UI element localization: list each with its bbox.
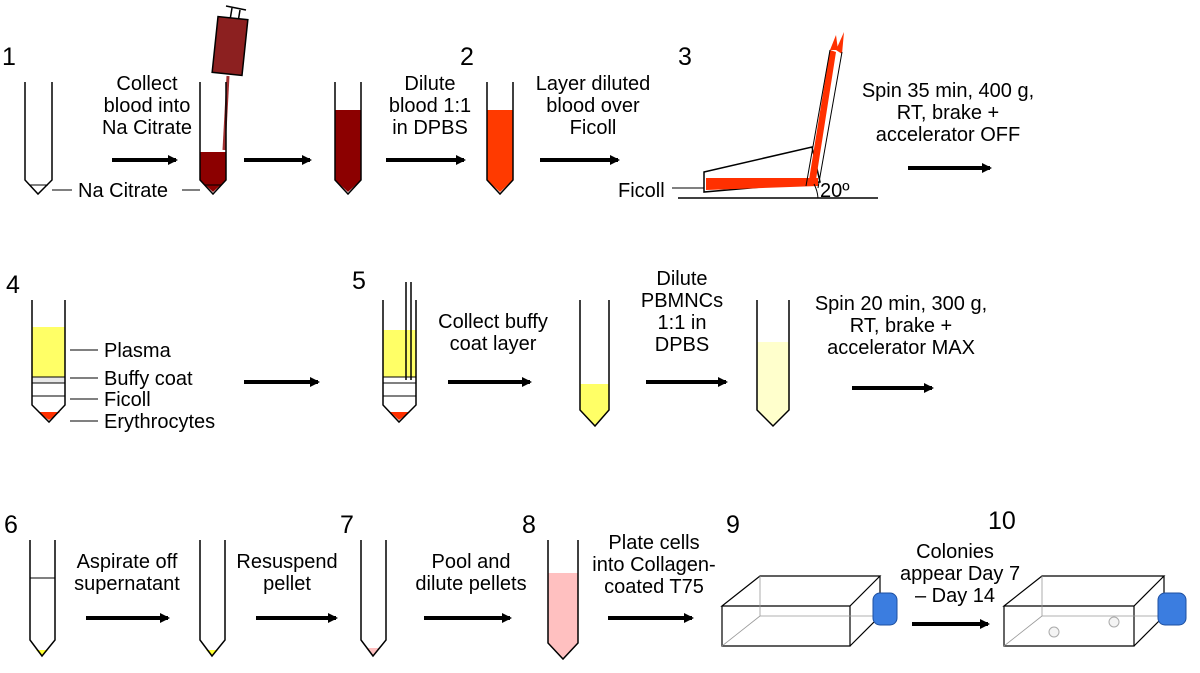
label-spin-1: Spin 35 min, 400 g, RT, brake + accelera… (861, 80, 1035, 146)
tube-diluted-blood (486, 82, 514, 196)
tube-pellet-1 (29, 540, 56, 658)
tube-whole-blood (334, 82, 362, 196)
tube-pooled (547, 540, 579, 661)
tube-pellet-resuspended (360, 540, 387, 658)
tube-empty-na-citrate (24, 82, 53, 196)
flask-t75-colonies (1002, 575, 1166, 647)
flask-cap-icon (872, 592, 898, 626)
step-number-3: 3 (678, 43, 692, 71)
tube-pellet-2 (199, 540, 226, 658)
label-spin-2: Spin 20 min, 300 g, RT, brake + accelera… (814, 293, 988, 359)
step-number-10: 10 (988, 507, 1016, 535)
label-dilute-blood: Dilute blood 1:1 in DPBS (388, 73, 472, 139)
label-ficoll-row2: Ficoll (104, 389, 151, 411)
label-collect-buffy: Collect buffy coat layer (438, 311, 548, 355)
tube-pbmnc-diluted (756, 300, 790, 428)
label-erythrocytes: Erythrocytes (104, 411, 216, 433)
label-pool: Pool and dilute pellets (415, 551, 527, 595)
label-colonies: Colonies appear Day 7 – Day 14 (900, 541, 1021, 607)
label-plate: Plate cells into Collagen- coated T75 (592, 532, 716, 598)
label-dilute-pbmnc: Dilute PBMNCs 1:1 in DPBS (640, 268, 724, 356)
step-number-8: 8 (522, 511, 536, 539)
tube-buffy-collected (579, 300, 610, 428)
label-angle: 20º (820, 180, 850, 202)
label-layer-diluted: Layer diluted blood over Ficoll (535, 73, 651, 139)
step-number-1: 1 (2, 43, 16, 71)
label-buffy-coat: Buffy coat (104, 368, 193, 390)
step-number-9: 9 (726, 511, 740, 539)
label-resuspend: Resuspend pellet (236, 551, 338, 595)
tube-with-blood (199, 82, 227, 196)
syringe-icon (211, 5, 249, 151)
flask-t75-empty (720, 575, 882, 647)
step-number-2: 2 (460, 43, 474, 71)
step-number-6: 6 (4, 511, 18, 539)
label-aspirate: Aspirate off supernatant (74, 551, 180, 595)
layer-pointers (70, 349, 98, 422)
label-collect-blood: Collect blood into Na Citrate (101, 73, 193, 139)
label-ficoll-row1: Ficoll (618, 180, 665, 202)
step-number-5: 5 (352, 267, 366, 295)
tube-separated-layers (31, 300, 66, 424)
tilted-tube-layering (678, 32, 878, 199)
step-number-4: 4 (6, 271, 20, 299)
tube-pipette-buffy (382, 282, 417, 424)
step-number-7: 7 (340, 511, 354, 539)
flask-cap-icon-2 (1157, 592, 1187, 626)
label-plasma: Plasma (104, 340, 171, 362)
label-na-citrate: Na Citrate (78, 180, 169, 202)
